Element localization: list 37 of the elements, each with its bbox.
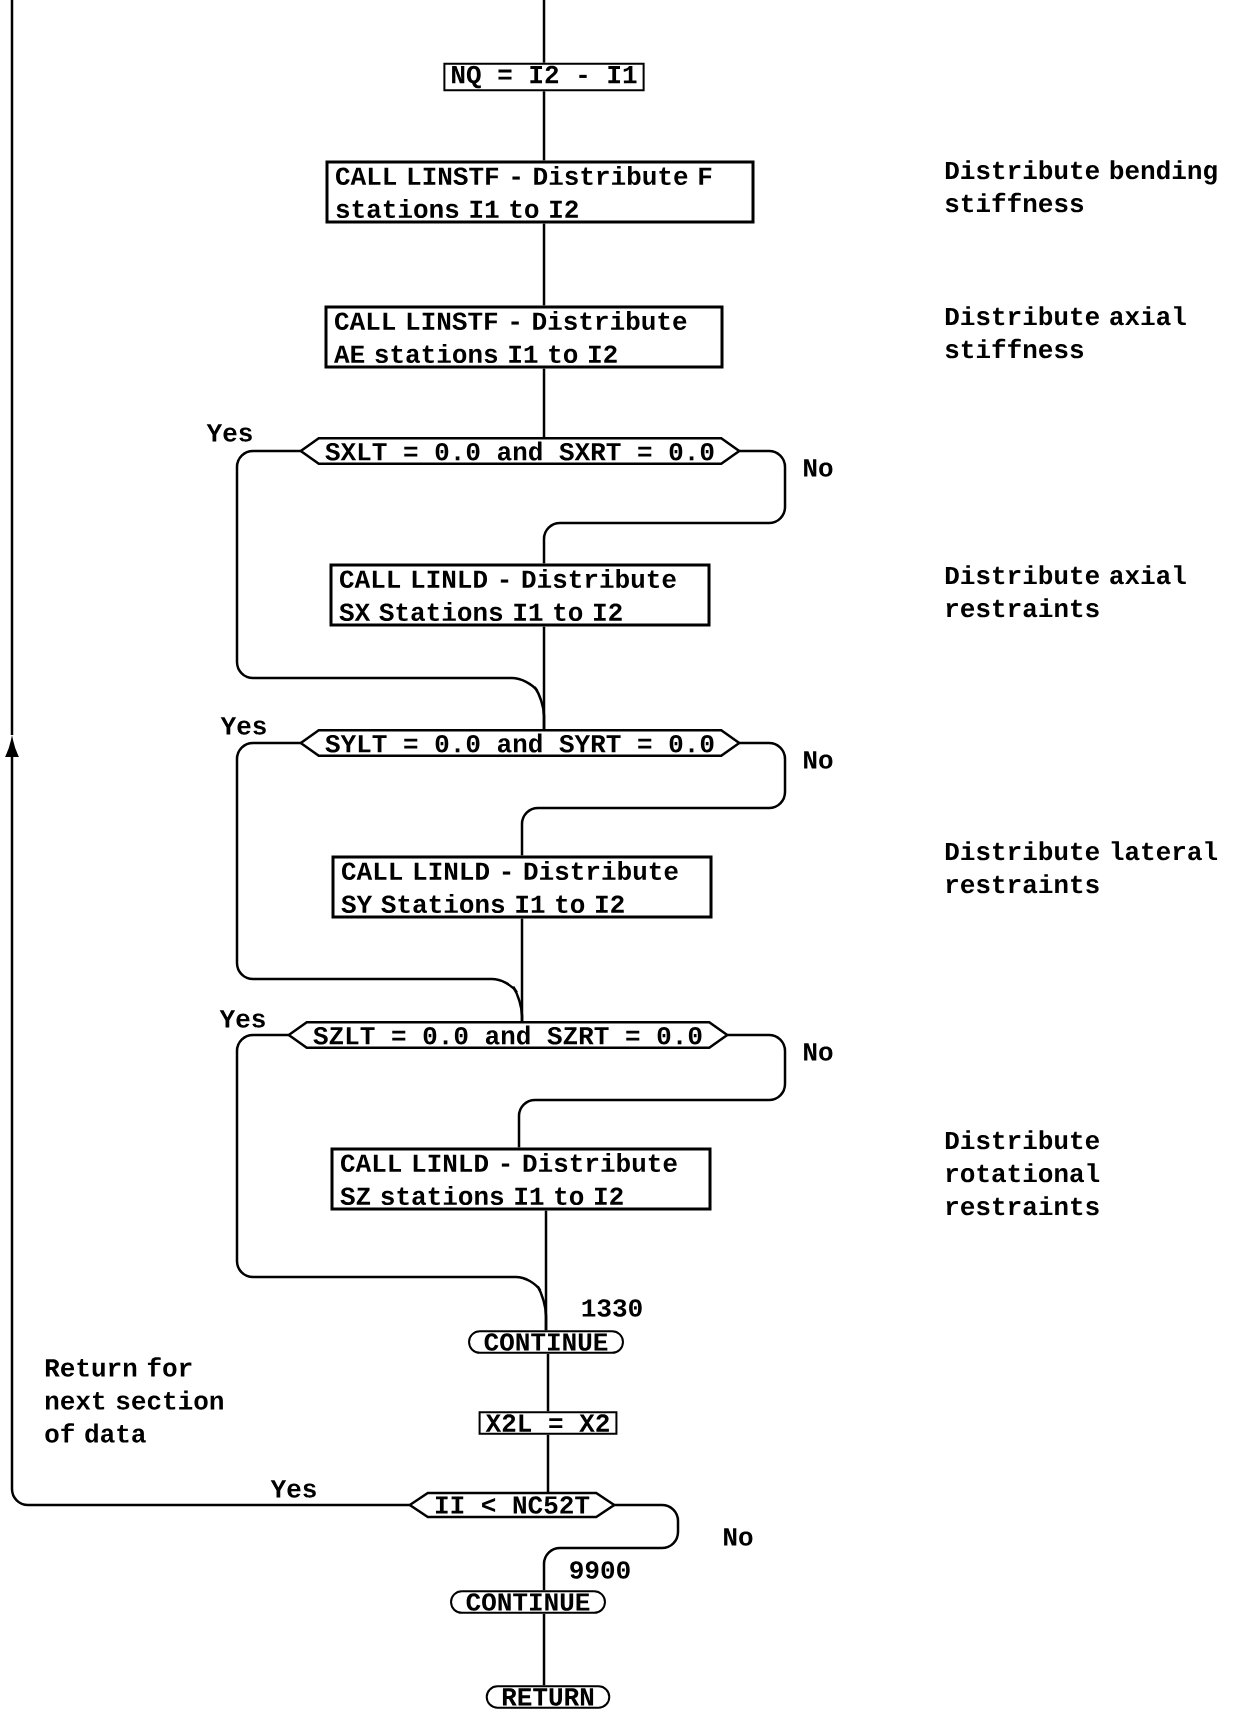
process-box: CALL LINLD - Distribute SZ stations I1 to I2: [330, 1147, 712, 1211]
connector: [542, 626, 546, 731]
step-number: 1330: [579, 1298, 645, 1318]
connector: [542, 223, 546, 306]
edge-label: No: [801, 750, 835, 770]
connector: [542, 91, 546, 161]
connector: [542, 368, 546, 439]
connector: [544, 1210, 548, 1331]
step-number: 9900: [567, 1560, 633, 1580]
connector: [542, 1503, 680, 1591]
connector: [517, 1033, 787, 1148]
connector: [542, 0, 546, 63]
connector: [546, 1434, 550, 1493]
note-text: Distribute axial stiffness: [945, 306, 1186, 359]
process-box: NQ = I2 - I1: [443, 62, 645, 92]
edge-label: No: [721, 1527, 755, 1547]
edge-label: Yes: [269, 1479, 319, 1499]
edge-label: No: [801, 458, 835, 478]
process-box: CALL LINSTF - Distribute AE stations I1 to I2: [324, 305, 724, 369]
edge-label: Yes: [218, 1009, 268, 1029]
process-box: X2L = X2: [478, 1411, 618, 1435]
note-text: Distribute rotational restraints: [945, 1130, 1100, 1216]
note-text: Distribute axial restraints: [945, 565, 1186, 618]
note-text: Distribute bending stiffness: [945, 160, 1217, 213]
process-box: CALL LINLD - Distribute SY Stations I1 to I2: [331, 855, 713, 919]
edge-label: No: [801, 1042, 835, 1062]
edge-label: Yes: [219, 716, 269, 736]
connector: [520, 741, 787, 856]
note-text: Return for next section of data: [45, 1357, 223, 1443]
connector: [520, 918, 524, 1023]
note-text: Distribute lateral restraints: [945, 841, 1218, 894]
edge-label: Yes: [205, 423, 255, 443]
connector: [542, 1613, 546, 1686]
connector: [542, 449, 787, 564]
process-box: CALL LINLD - Distribute SX Stations I1 to I2: [329, 563, 711, 627]
connector: [546, 1353, 550, 1412]
process-box: CALL LINSTF - Distribute F stations I1 to I2: [325, 160, 755, 224]
